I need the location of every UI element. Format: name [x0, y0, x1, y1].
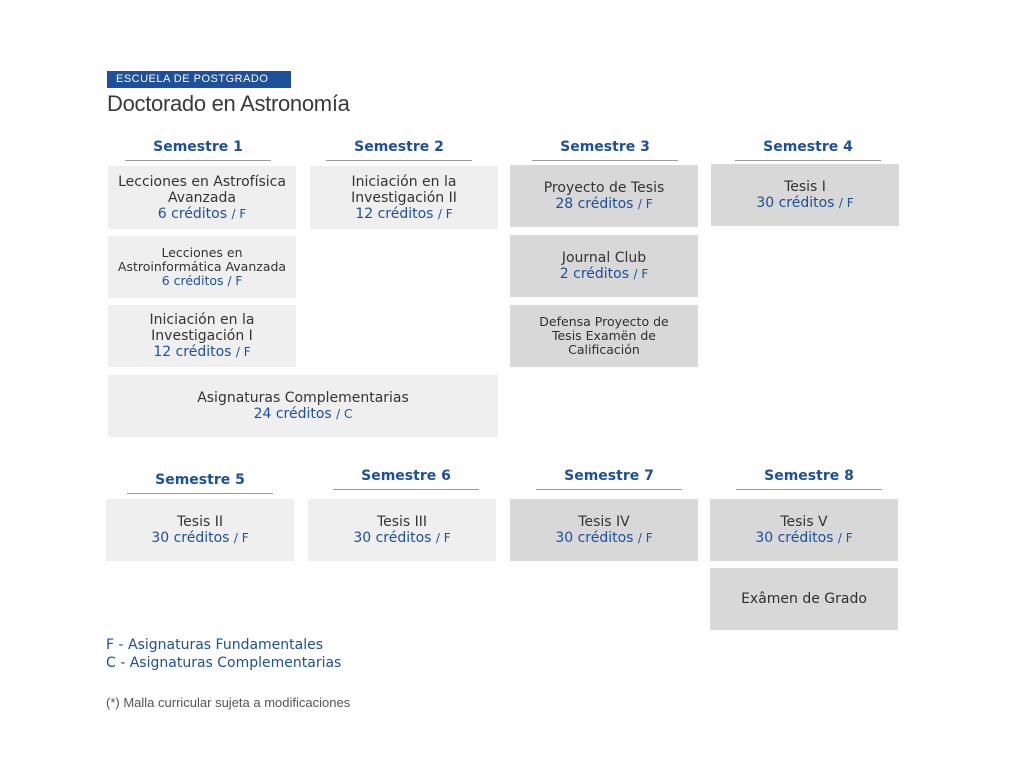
semester-header-2: Semestre 2 — [326, 139, 472, 161]
course-credits: 30 créditos / F — [353, 530, 451, 546]
course-credits: 30 créditos / F — [755, 530, 853, 546]
course-box: Iniciación en la Investigación I 12 créd… — [108, 305, 296, 367]
course-box: Defensa Proyecto de Tesis Examën de Cali… — [510, 305, 698, 367]
course-name: Iniciación en la Investigación II — [351, 173, 457, 206]
course-name: Defensa Proyecto de Tesis Examën de Cali… — [539, 314, 669, 357]
course-credits: 24 créditos / C — [253, 406, 353, 422]
footnote: (*) Malla curricular sujeta a modificaci… — [106, 695, 351, 710]
course-name: Lecciones en Astroinformática Avanzada — [117, 245, 287, 274]
course-name: Tesis I — [784, 179, 826, 195]
course-name: Proyecto de Tesis — [543, 180, 665, 196]
course-name: Tesis IV — [578, 514, 630, 530]
course-name: Tesis III — [376, 514, 428, 530]
course-credits: 12 créditos / F — [153, 344, 251, 360]
legend-item-complementary: C - Asignaturas Complementarias — [106, 655, 342, 671]
course-credits: 12 créditos / F — [355, 205, 453, 222]
course-name: Journal Club — [561, 250, 647, 266]
course-credits: 30 créditos / F — [555, 530, 653, 546]
course-name: Exâmen de Grado — [741, 591, 867, 607]
course-credits: 30 créditos / F — [151, 530, 249, 546]
legend-item-fundamental: F - Asignaturas Fundamentales — [106, 637, 324, 653]
semester-header-8: Semestre 8 — [736, 468, 882, 490]
page-title: Doctorado en Astronomía — [107, 91, 350, 116]
course-box: Tesis III 30 créditos / F — [308, 499, 496, 561]
course-box: Proyecto de Tesis 28 créditos / F — [510, 165, 698, 227]
course-box: Tesis I 30 créditos / F — [711, 164, 899, 226]
course-box: Asignaturas Complementarias 24 créditos … — [108, 375, 498, 437]
course-name: Tesis II — [177, 514, 223, 530]
semester-header-7: Semestre 7 — [536, 468, 682, 490]
course-credits: 2 créditos / F — [559, 266, 649, 282]
course-name: Iniciación en la Investigación I — [149, 312, 255, 344]
course-name: Asignaturas Complementarias — [197, 390, 409, 406]
semester-header-6: Semestre 6 — [333, 468, 479, 490]
course-box: Tesis IV 30 créditos / F — [510, 499, 698, 561]
school-badge: ESCUELA DE POSTGRADO — [107, 71, 291, 88]
course-box: Lecciones en Astrofísica Avanzada 6 créd… — [108, 166, 296, 229]
course-credits: 6 créditos / F — [157, 205, 247, 222]
course-credits: 6 créditos / F — [161, 273, 243, 289]
semester-header-3: Semestre 3 — [532, 139, 678, 161]
course-name: Lecciones en Astrofísica Avanzada — [118, 173, 286, 206]
semester-header-4: Semestre 4 — [735, 139, 881, 161]
course-credits: 30 créditos / F — [756, 195, 854, 211]
course-box: Journal Club 2 créditos / F — [510, 235, 698, 297]
course-box: Exâmen de Grado — [710, 568, 898, 630]
course-credits: 28 créditos / F — [555, 196, 653, 212]
course-name: Tesis V — [780, 514, 828, 530]
course-box: Lecciones en Astroinformática Avanzada 6… — [108, 236, 296, 298]
semester-header-1: Semestre 1 — [125, 139, 271, 161]
course-box: Tesis II 30 créditos / F — [106, 499, 294, 561]
semester-header-5: Semestre 5 — [127, 472, 273, 494]
course-box: Iniciación en la Investigación II 12 cré… — [310, 166, 498, 229]
course-box: Tesis V 30 créditos / F — [710, 499, 898, 561]
